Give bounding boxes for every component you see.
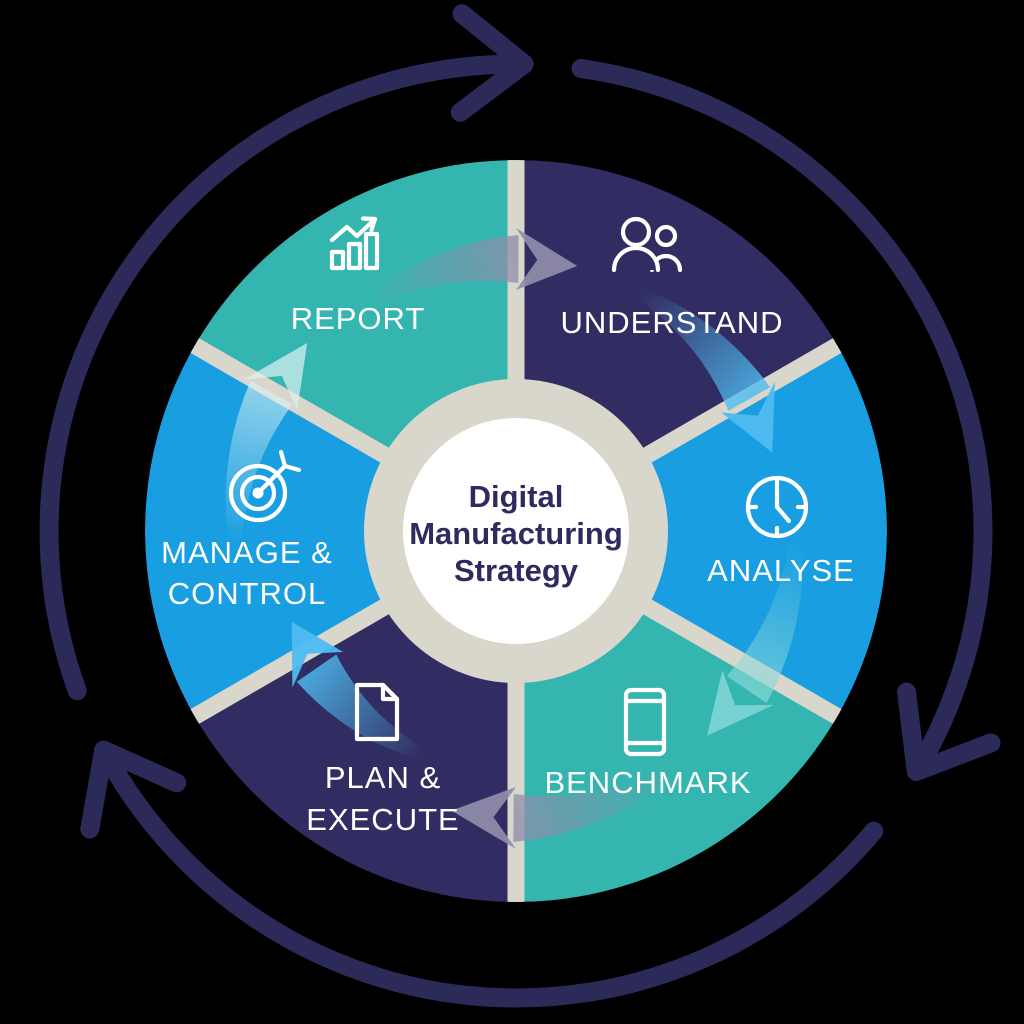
flow-arrow-tail bbox=[639, 289, 771, 411]
outer-ring-arrowhead bbox=[450, 4, 534, 122]
people-icon bbox=[611, 216, 683, 273]
outer-ring-arc bbox=[39, 54, 534, 701]
flow-arrow-understand-next bbox=[639, 289, 775, 453]
flow-arrow-manage-control-next bbox=[225, 343, 308, 546]
segment-wheel bbox=[145, 160, 887, 902]
flow-arrow-tail bbox=[727, 540, 803, 704]
segment-label-analyse: ANALYSE bbox=[707, 553, 855, 588]
segment-label-manage-control: MANAGE & bbox=[161, 535, 333, 570]
segment-label-understand: UNDERSTAND bbox=[561, 305, 784, 340]
flow-arrow-head bbox=[707, 670, 774, 736]
segment-separator bbox=[594, 571, 845, 726]
flow-arrow-analyse-next bbox=[707, 540, 803, 736]
clock-icon bbox=[745, 475, 809, 539]
outer-ring-arrowhead bbox=[80, 740, 187, 839]
flow-arrow-head bbox=[243, 343, 308, 410]
document-icon bbox=[354, 682, 400, 742]
flow-arrow-head bbox=[291, 621, 344, 688]
flow-arrow-tail bbox=[368, 235, 519, 306]
flow-arrow-tail bbox=[513, 769, 672, 842]
segment-label-plan-execute: PLAN & bbox=[325, 760, 441, 795]
flow-arrow-head bbox=[451, 787, 516, 849]
flow-arrow-head bbox=[721, 381, 775, 453]
segment-plan-execute bbox=[194, 606, 516, 902]
center-title-line: Digital bbox=[469, 479, 564, 514]
segment-separator bbox=[507, 160, 525, 435]
center-title-line: Strategy bbox=[454, 553, 579, 588]
center-title-line: Manufacturing bbox=[409, 516, 623, 551]
segment-manage-control bbox=[145, 345, 387, 717]
bar-chart-trend-icon bbox=[329, 216, 380, 271]
flow-arrow-report-next bbox=[368, 228, 578, 306]
segment-label-plan-execute: EXECUTE bbox=[306, 802, 459, 837]
center-circle bbox=[403, 418, 629, 644]
flow-arrow-tail bbox=[225, 380, 293, 546]
segment-separator bbox=[187, 336, 438, 491]
segment-label-benchmark: BENCHMARK bbox=[544, 765, 751, 800]
target-dart-icon bbox=[228, 449, 302, 523]
segment-report bbox=[194, 160, 516, 456]
segment-label-manage-control: CONTROL bbox=[168, 576, 327, 611]
smartphone-icon bbox=[623, 687, 667, 757]
outer-cycle-ring bbox=[39, 4, 1001, 1008]
segment-label-report: REPORT bbox=[291, 301, 426, 336]
flow-arrow-head bbox=[516, 228, 578, 290]
flow-arrow-benchmark-next bbox=[451, 769, 672, 849]
outer-ring-arc bbox=[94, 740, 884, 1008]
outer-ring-arc bbox=[571, 59, 993, 781]
segment-analyse bbox=[645, 345, 887, 717]
outer-ring-arrowhead bbox=[897, 682, 1001, 781]
flow-arrow-tail bbox=[296, 654, 424, 760]
segment-separator bbox=[594, 336, 845, 491]
flow-arrow-plan-execute-next bbox=[291, 621, 424, 760]
